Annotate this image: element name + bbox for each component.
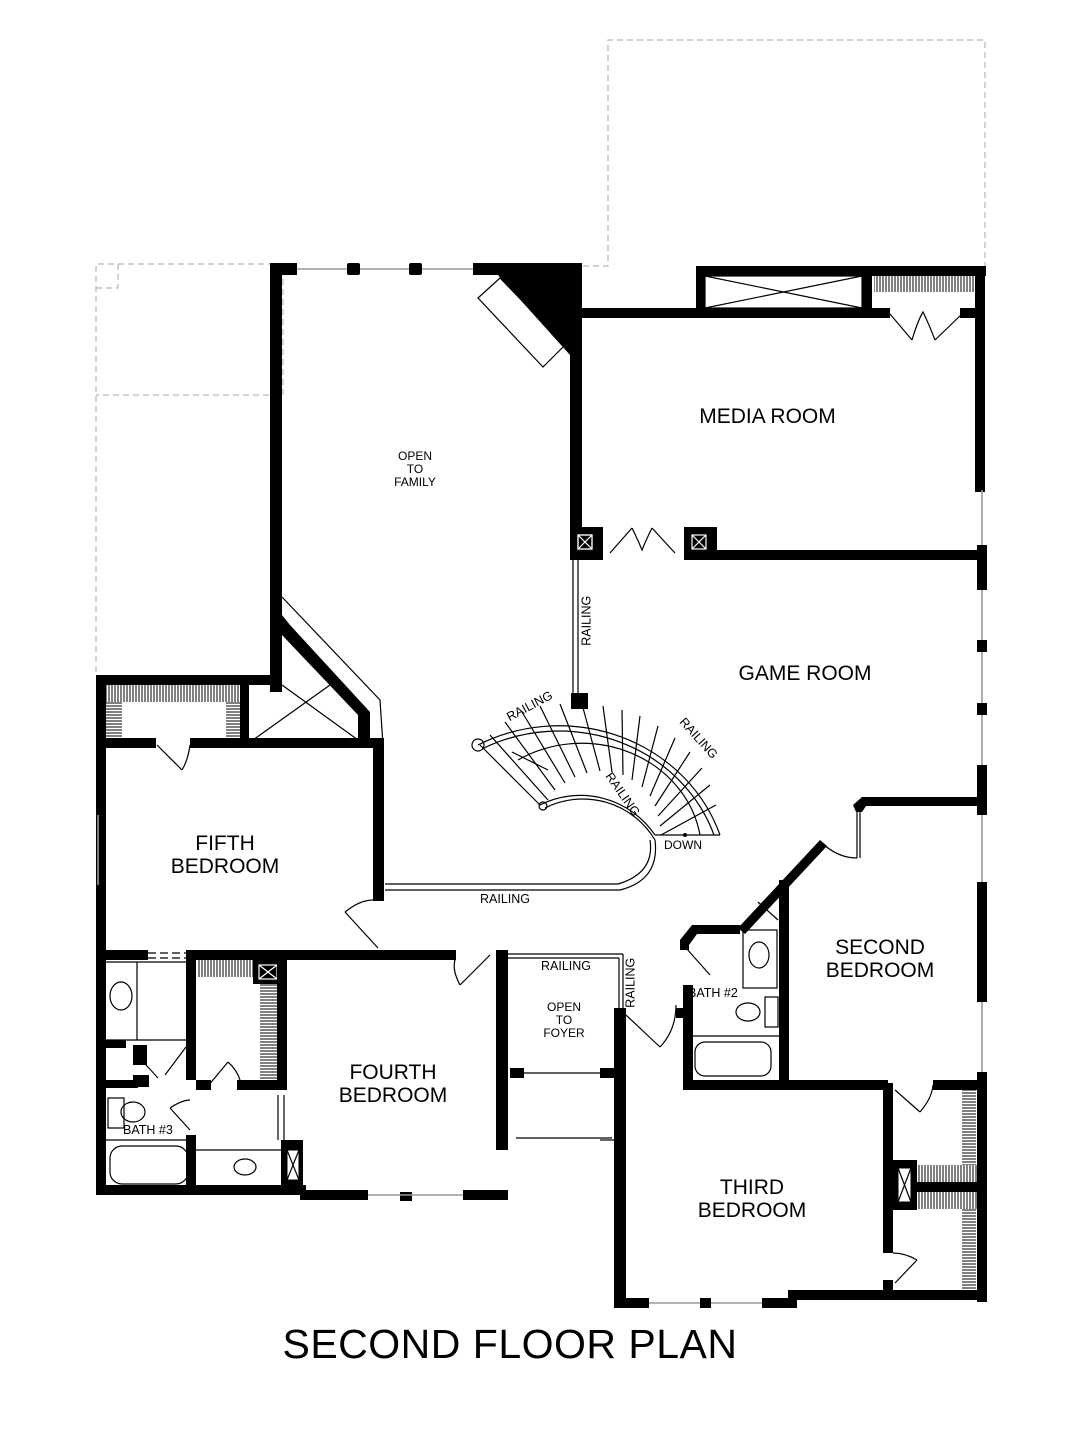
second-bedroom-walls (676, 797, 977, 1090)
railing-label-foyer-side: RAILING (623, 957, 638, 1008)
open-to-foyer-label: OPEN TO FOYER (543, 1000, 585, 1040)
plan-title: SECOND FLOOR PLAN (282, 1321, 738, 1367)
open-to-family-walls (270, 263, 582, 683)
fifth-bedroom-label: FIFTH BEDROOM (170, 832, 280, 878)
east-exterior-wall (977, 490, 987, 1302)
open-to-family-label: OPEN TO FAMILY (394, 449, 436, 489)
open-to-foyer-area (508, 953, 677, 1308)
media-room-label: MEDIA ROOM (699, 405, 836, 428)
media-room-walls (570, 266, 986, 560)
bath-3-label: BATH #3 (123, 1123, 173, 1137)
second-bedroom-label: SECOND BEDROOM (825, 936, 935, 982)
third-bedroom-label: THIRD BEDROOM (697, 1176, 807, 1222)
down-label: DOWN (664, 838, 702, 852)
bath-2-label: BATH #2 (688, 986, 738, 1000)
lower-roof-outline (95, 39, 986, 672)
fourth-bedroom-label: FOURTH BEDROOM (338, 1061, 448, 1107)
game-room-label: GAME ROOM (738, 662, 872, 685)
railing-label-vertical: RAILING (579, 595, 594, 646)
fourth-bedroom-walls (300, 950, 508, 1201)
spiral-staircase (385, 560, 721, 891)
fifth-bedroom-walls (96, 596, 384, 950)
railing-label-landing: RAILING (479, 892, 530, 906)
bath-3-walls (96, 950, 446, 1195)
railing-label-foyer-top: RAILING (540, 959, 591, 973)
third-bedroom-walls (600, 1080, 985, 1308)
